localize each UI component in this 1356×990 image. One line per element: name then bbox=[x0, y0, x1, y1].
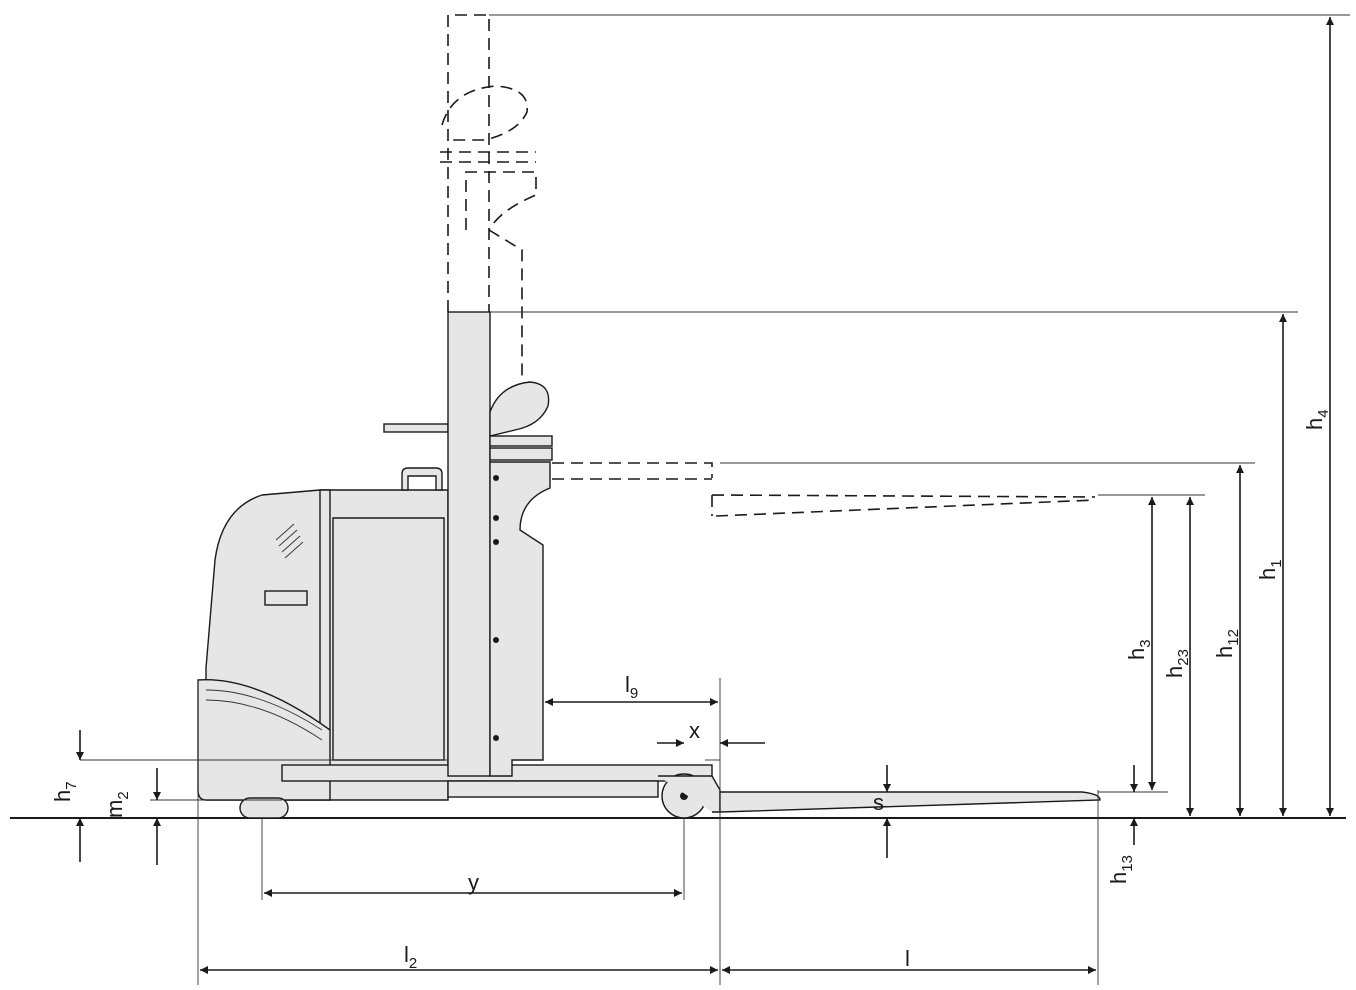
fork-carriage bbox=[489, 461, 551, 777]
label-h13: h13 bbox=[1106, 855, 1136, 884]
dimension-arrows bbox=[76, 17, 1334, 974]
service-handle bbox=[264, 590, 308, 606]
label-y: y bbox=[468, 870, 479, 895]
label-h23: h23 bbox=[1162, 649, 1192, 678]
drive-wheel bbox=[239, 797, 289, 819]
label-h1: h1 bbox=[1255, 559, 1285, 580]
raised-positions bbox=[440, 14, 1096, 517]
label-m2: m2 bbox=[102, 791, 132, 818]
operator-rail bbox=[383, 423, 449, 433]
label-h12: h12 bbox=[1212, 629, 1242, 658]
mast-extended bbox=[447, 14, 490, 312]
label-l: l bbox=[905, 946, 910, 971]
fork-raised-lower bbox=[711, 494, 1096, 517]
label-h4: h4 bbox=[1302, 409, 1332, 430]
fork-raised-upper bbox=[552, 462, 713, 480]
mast bbox=[447, 311, 491, 777]
fork-lowered bbox=[719, 791, 1101, 813]
battery-door bbox=[332, 517, 445, 761]
label-h3: h3 bbox=[1124, 639, 1154, 660]
vent-grille bbox=[275, 523, 304, 559]
operator-lowered bbox=[489, 381, 550, 437]
label-x: x bbox=[689, 718, 700, 743]
label-s: s bbox=[873, 790, 884, 815]
extension-lines bbox=[80, 14, 1350, 985]
dimension-labels: h4 h1 h12 h23 h3 h13 h7 m2 l9 x s y l2 l bbox=[50, 409, 1332, 972]
label-l9: l9 bbox=[625, 672, 638, 702]
operator-raised bbox=[441, 85, 528, 141]
steering-handle bbox=[401, 467, 443, 491]
label-h7: h7 bbox=[50, 781, 80, 802]
side-panel bbox=[319, 489, 331, 731]
label-l2: l2 bbox=[404, 942, 417, 972]
truck-body bbox=[197, 311, 1101, 819]
